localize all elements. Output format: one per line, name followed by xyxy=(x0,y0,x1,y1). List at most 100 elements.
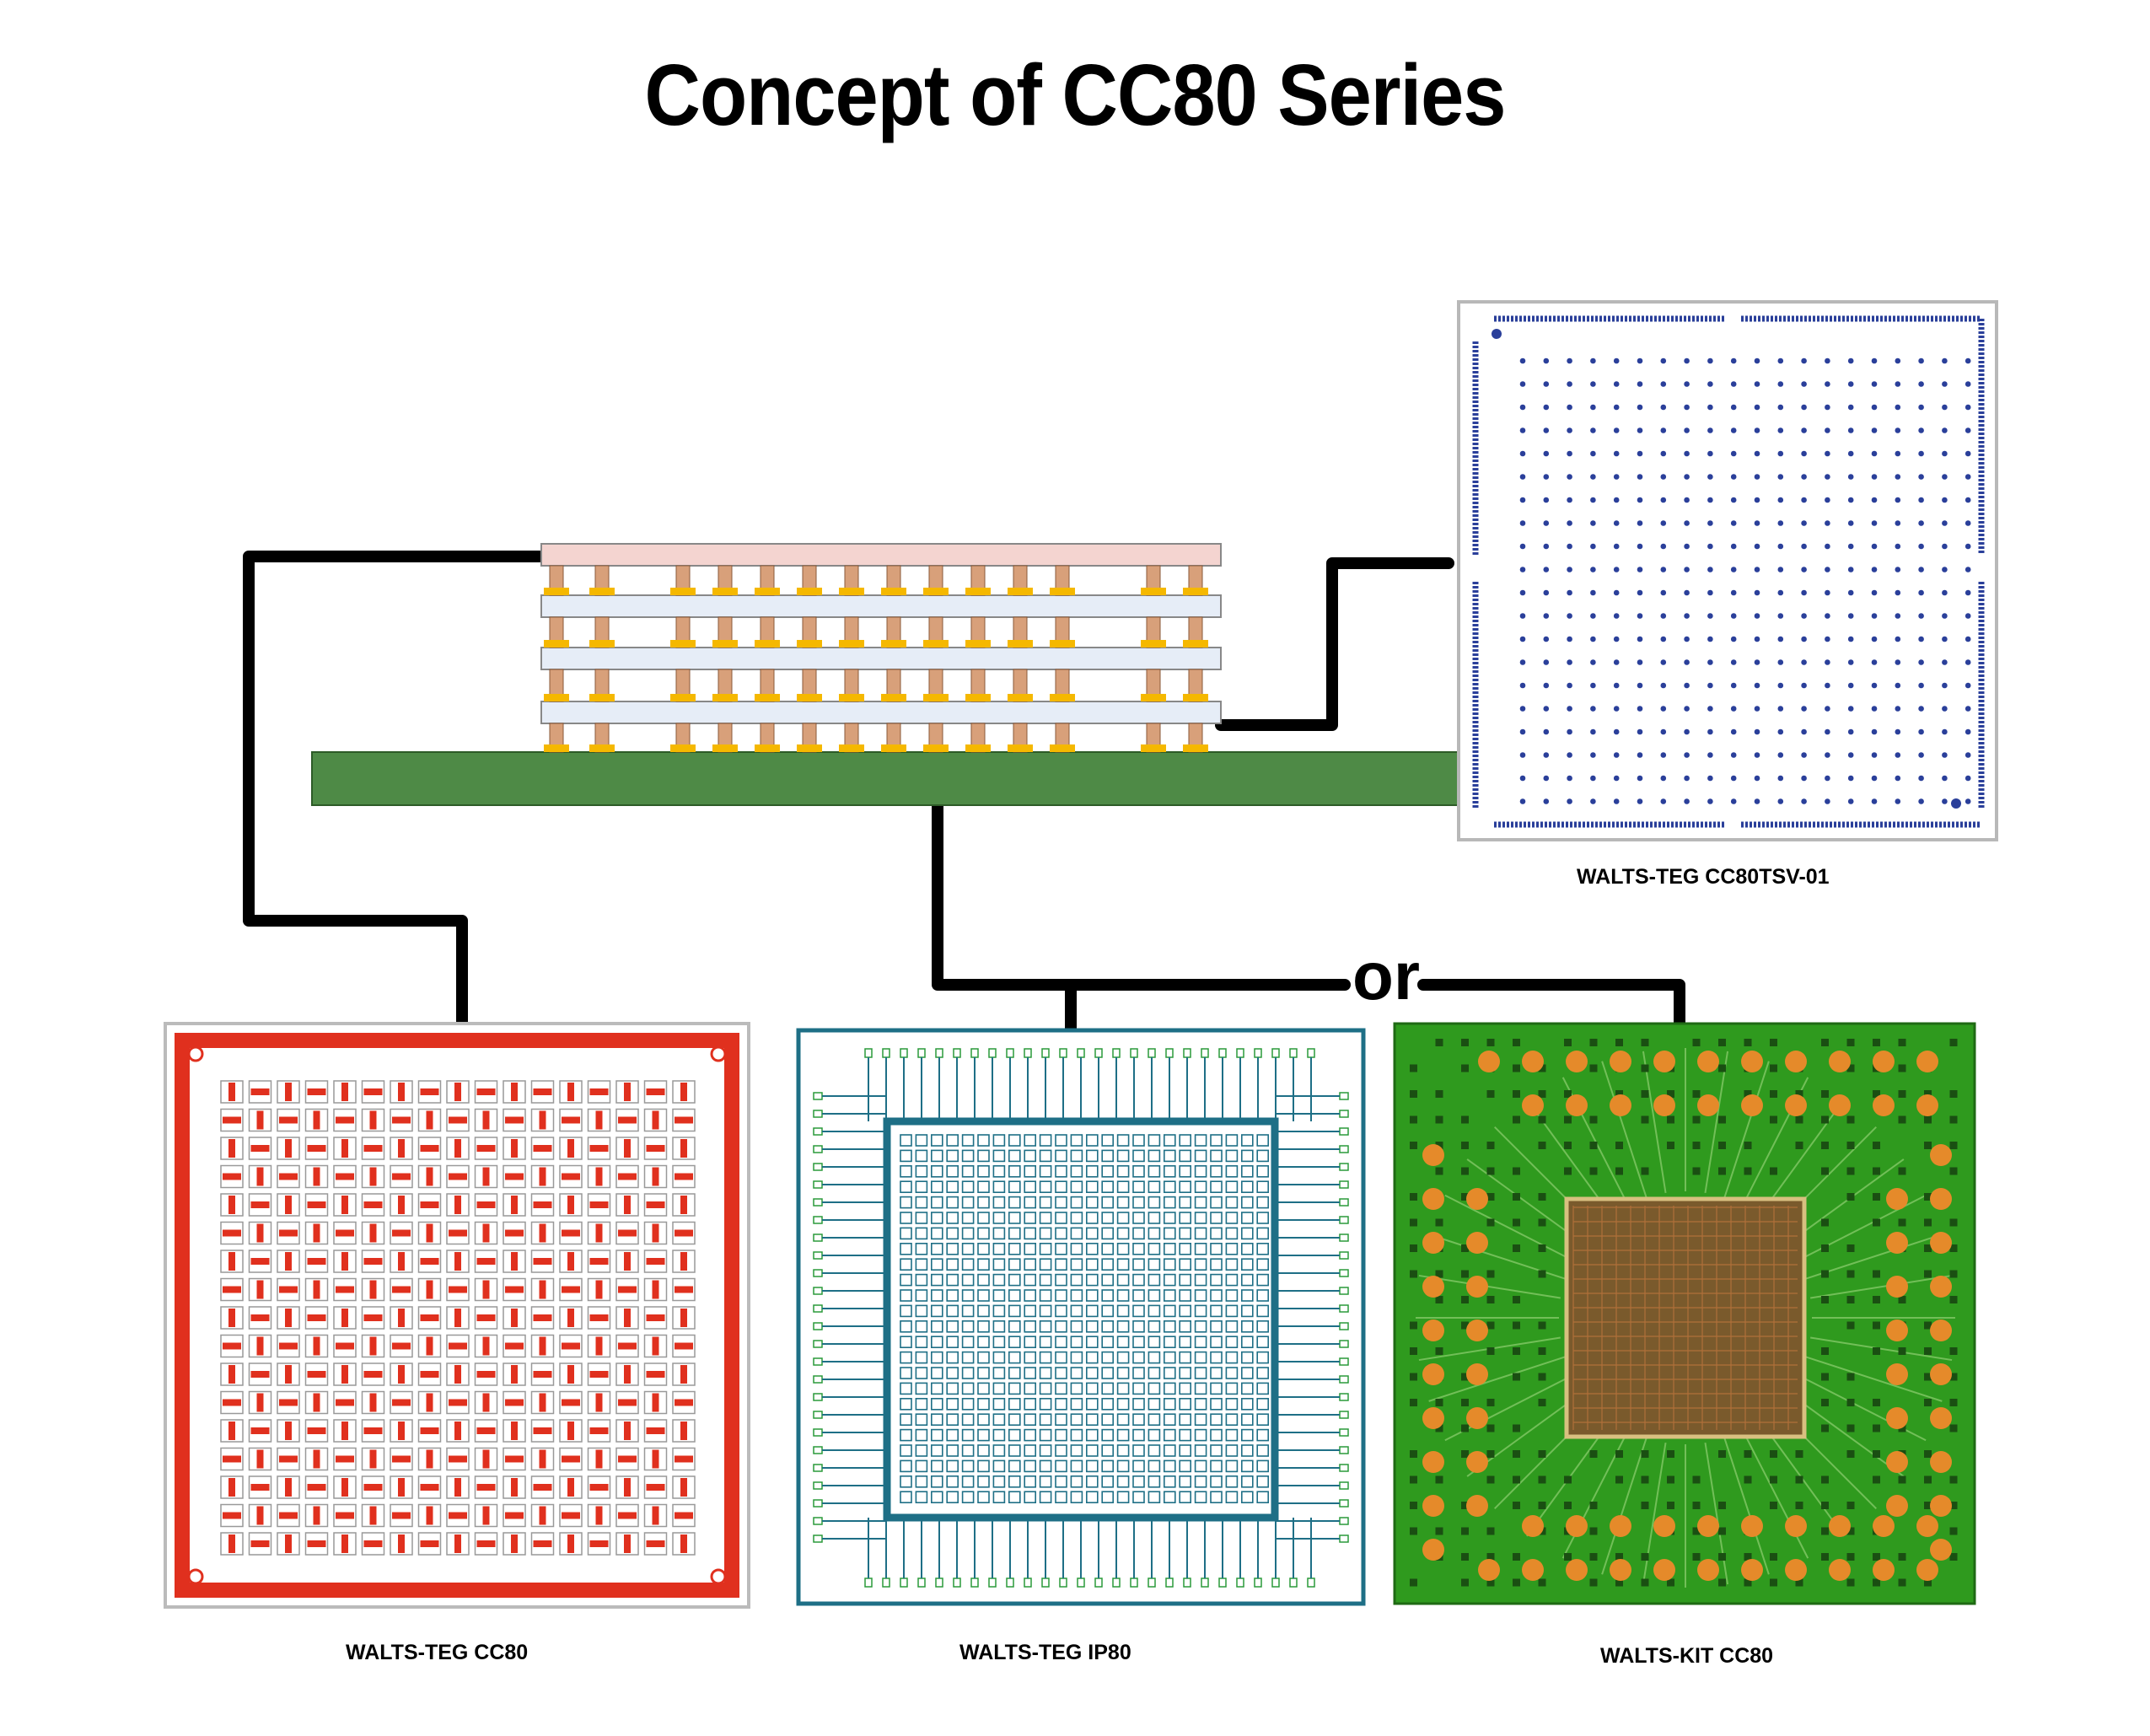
ip80-cell xyxy=(946,1304,959,1318)
ip80-cell xyxy=(931,1196,943,1209)
tsv-dot xyxy=(1590,798,1596,804)
tsv-dot xyxy=(1660,798,1667,804)
ip80-cell xyxy=(1164,1491,1176,1503)
tsv-dot xyxy=(1847,752,1854,758)
kit-ball-pad xyxy=(1422,1451,1444,1473)
ip80-cell xyxy=(931,1398,943,1411)
tsv-dot xyxy=(1825,728,1830,735)
ip80-cell xyxy=(1055,1196,1067,1209)
tsv-dot xyxy=(1825,520,1830,526)
solder-bump xyxy=(839,588,864,595)
kit-via xyxy=(1486,1039,1495,1046)
tsv-dot xyxy=(1730,427,1737,433)
tsv-dot xyxy=(1777,636,1784,642)
ip80-cell xyxy=(1210,1475,1223,1488)
cc80-cell xyxy=(474,1137,498,1160)
cc80-trace xyxy=(223,1173,241,1180)
cc80-trace xyxy=(652,1336,659,1356)
cc80-trace xyxy=(646,1484,665,1491)
stack-layer-3 xyxy=(540,701,1222,724)
ip80-cell xyxy=(1101,1180,1114,1193)
ip80-cell xyxy=(1039,1444,1052,1457)
cc80-cell xyxy=(559,1390,583,1415)
ip80-cell xyxy=(1024,1351,1036,1364)
cc80-cell xyxy=(220,1306,244,1330)
tsv-dot xyxy=(1684,728,1690,735)
kit-ball-pad xyxy=(1886,1188,1908,1210)
ip80-cell xyxy=(1055,1289,1067,1302)
tsv-dot xyxy=(1543,728,1550,735)
solder-bump xyxy=(1008,640,1033,648)
tsv-dot xyxy=(1613,706,1620,712)
cc80-cell xyxy=(559,1532,583,1556)
cc80-trace xyxy=(369,1167,377,1186)
cc80-trace xyxy=(392,1399,411,1406)
ip80-cell xyxy=(1101,1196,1114,1209)
tsv-dot xyxy=(1684,497,1690,503)
cc80-trace xyxy=(595,1110,603,1130)
ip80-cell xyxy=(915,1475,928,1488)
cc80-trace xyxy=(223,1399,241,1406)
tsv-dot xyxy=(1684,543,1690,550)
ip80-cell xyxy=(1055,1180,1067,1193)
cc80-cell xyxy=(587,1221,611,1245)
cc80-trace xyxy=(285,1309,292,1327)
kit-via xyxy=(1435,1115,1443,1124)
cc80-trace xyxy=(567,1196,574,1214)
kit-via xyxy=(1770,1090,1777,1098)
ip80-cell xyxy=(1194,1149,1207,1163)
kit-via xyxy=(1924,1450,1932,1458)
kit-via xyxy=(1589,1502,1598,1509)
tsv-dot xyxy=(1660,636,1667,642)
tsv-dot xyxy=(1590,613,1596,619)
tsv-dot xyxy=(1895,659,1901,665)
cc80-trace xyxy=(539,1110,546,1130)
ip80-cell xyxy=(1132,1134,1145,1147)
kit-trace xyxy=(1642,1442,1667,1585)
tsv-dot xyxy=(1847,567,1854,572)
tsv-dot xyxy=(1590,381,1596,387)
ip80-cell xyxy=(1148,1243,1161,1255)
tsv-dot xyxy=(1871,520,1878,526)
ip80-cell xyxy=(900,1273,912,1287)
kit-via xyxy=(1461,1502,1469,1509)
solder-bump xyxy=(1050,588,1075,595)
cc80-trace xyxy=(454,1139,461,1158)
tsv-dot xyxy=(1965,728,1971,735)
cc80-cell xyxy=(643,1419,668,1443)
kit-via xyxy=(1410,1373,1417,1381)
tsv-dot xyxy=(1918,728,1924,735)
tsv-dot xyxy=(1519,798,1526,804)
kit-trace xyxy=(1805,1356,1943,1402)
tsv-dot xyxy=(1730,636,1737,642)
solder-bump xyxy=(797,588,822,595)
ip80-cell xyxy=(1070,1398,1083,1411)
tsv-dot xyxy=(1613,404,1620,411)
tsv-dot xyxy=(1730,589,1737,596)
tsv-dot xyxy=(1942,613,1948,619)
ip80-cell xyxy=(1241,1289,1254,1302)
tsv-dot xyxy=(1847,659,1854,665)
kit-via xyxy=(1538,1090,1546,1098)
tsv-dot xyxy=(1613,636,1620,642)
ip80-cell xyxy=(1148,1320,1161,1333)
kit-via xyxy=(1538,1347,1546,1355)
solder-bump xyxy=(1141,588,1166,595)
kit-ball-pad xyxy=(1916,1515,1938,1537)
cc80-cell xyxy=(277,1108,300,1132)
tsv-dot xyxy=(1754,520,1760,526)
ip80-cell xyxy=(992,1413,1006,1426)
tsv-dot xyxy=(1942,659,1948,665)
tsv-dot xyxy=(1918,775,1924,782)
ip80-cell xyxy=(1256,1196,1269,1209)
tsv-dot xyxy=(1684,427,1690,433)
ip80-cell xyxy=(900,1289,912,1302)
kit-ball-pad xyxy=(1610,1559,1631,1581)
tsv-dot xyxy=(1730,381,1737,387)
ip80-cell xyxy=(977,1398,990,1411)
ip80-cell xyxy=(1256,1367,1269,1379)
kit-via xyxy=(1410,1244,1417,1252)
tsv-dot xyxy=(1965,497,1971,503)
ip80-cell xyxy=(961,1258,975,1271)
tsv-dot xyxy=(1895,682,1901,689)
